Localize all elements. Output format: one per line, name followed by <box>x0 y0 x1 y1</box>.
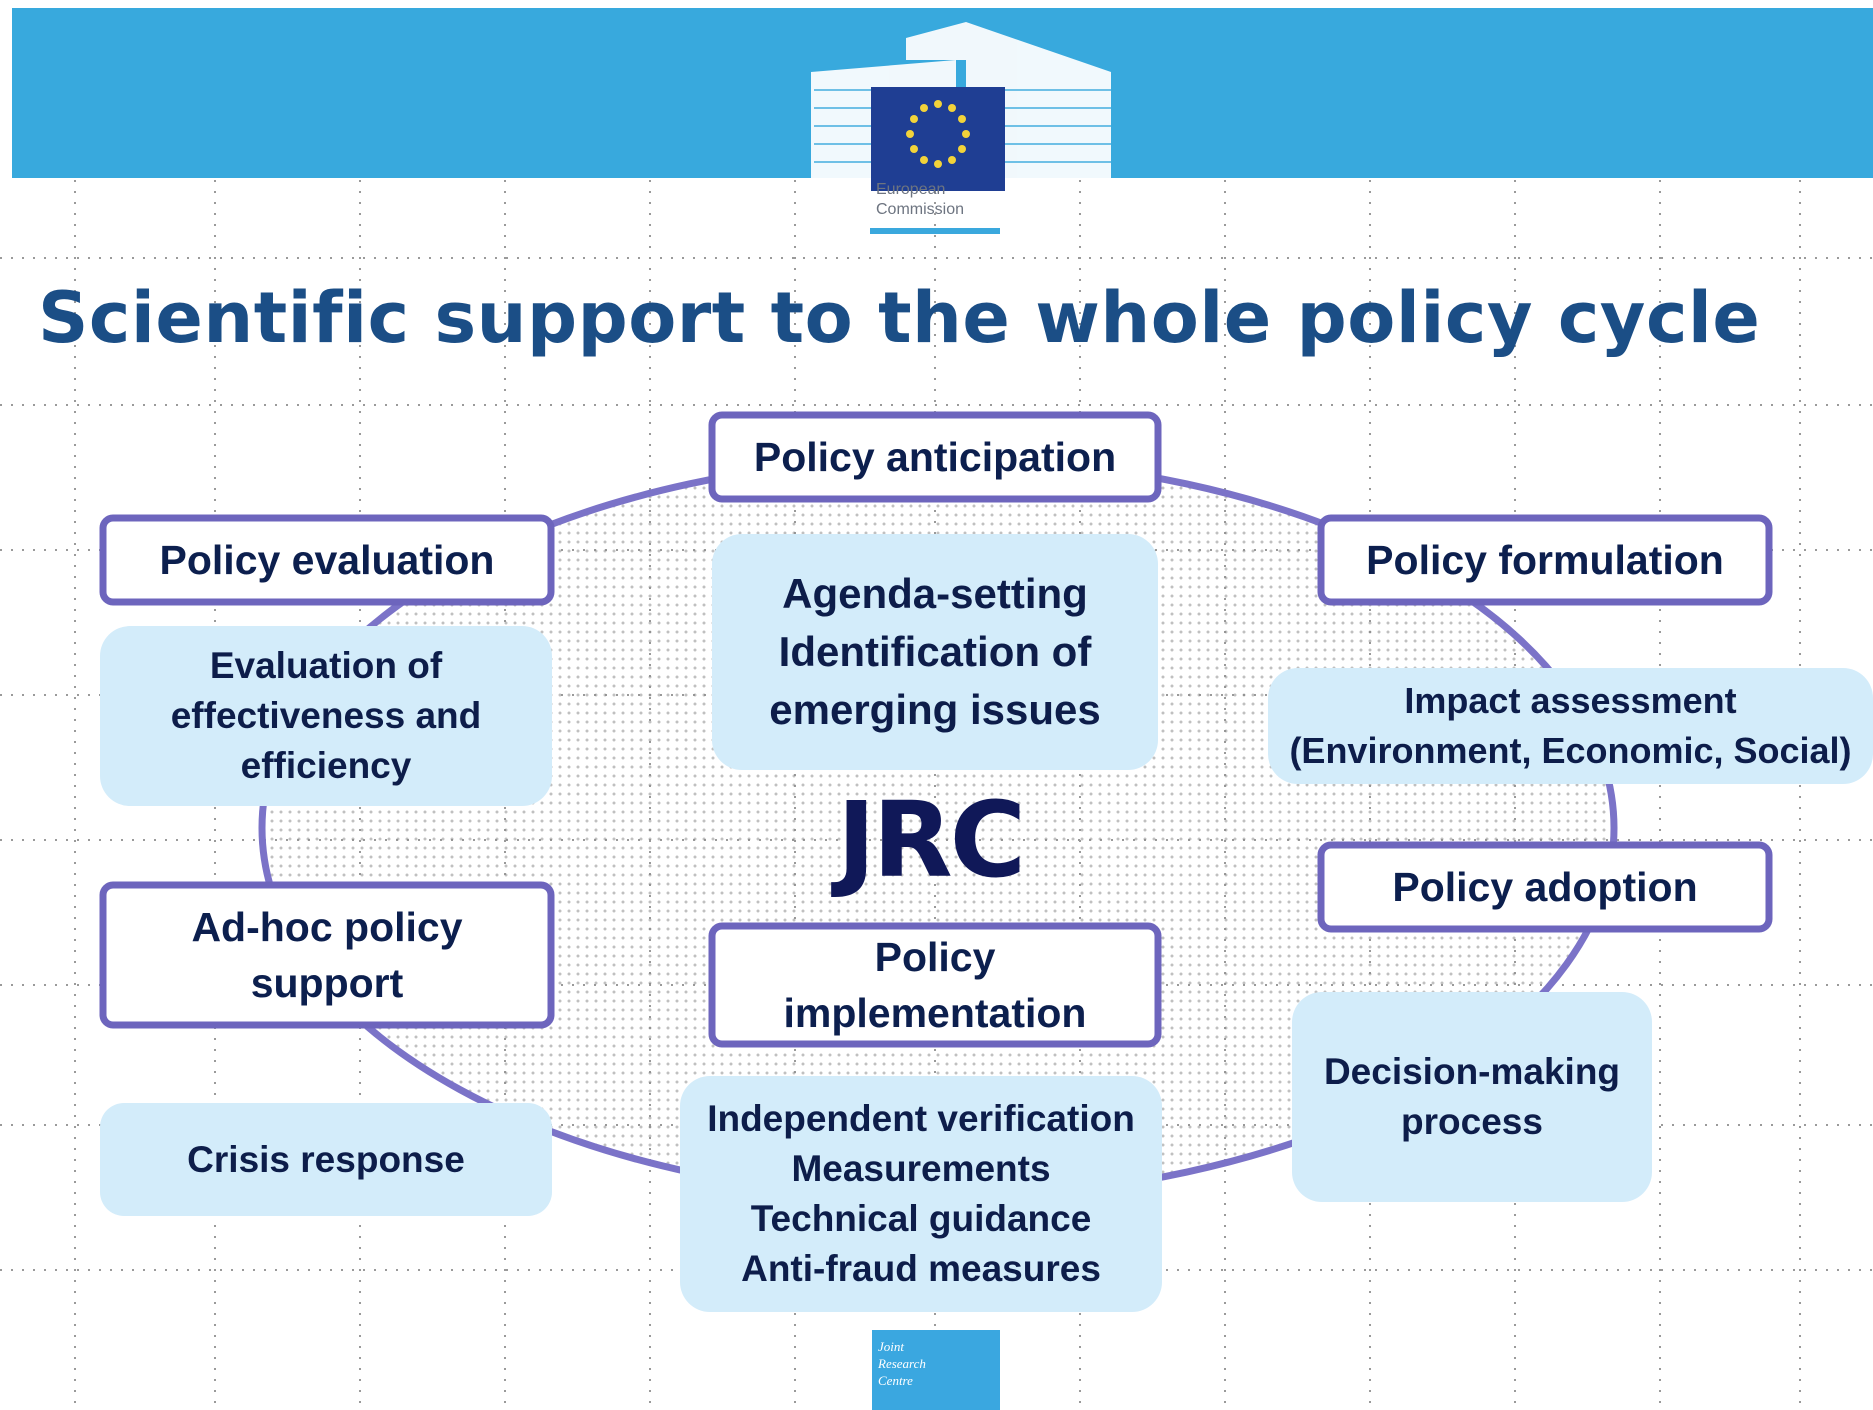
desc-formulation-line: (Environment, Economic, Social) <box>1289 730 1852 771</box>
desc-anticipation-line: Agenda-setting <box>782 570 1088 617</box>
desc-implementation-line: Measurements <box>791 1148 1051 1189</box>
stage-label-implementation: Policy implementation <box>712 926 1158 1044</box>
desc-anticipation: Agenda-setting Identification of emergin… <box>712 534 1158 770</box>
desc-bubble-implementation <box>680 1076 1162 1312</box>
stage-text-anticipation: Policy anticipation <box>753 434 1117 480</box>
stage-label-adoption: Policy adoption <box>1321 845 1769 929</box>
stage-text-implementation-1: Policy <box>874 934 996 980</box>
desc-adoption: Decision-making process <box>1292 992 1652 1202</box>
european-commission-logo <box>811 22 1111 191</box>
jrc-logo <box>872 1330 1000 1410</box>
desc-evaluation-line: effectiveness and <box>170 695 482 736</box>
slide-title: Scientific support to the whole policy c… <box>38 277 1761 359</box>
center-label-jrc: JRC <box>836 779 1026 901</box>
jrc-logo-wordmark: Joint Research Centre <box>878 1338 998 1389</box>
stage-text-formulation: Policy formulation <box>1366 537 1724 583</box>
desc-implementation-line: Anti-fraud measures <box>741 1248 1101 1289</box>
stage-box-evaluation <box>99 514 555 606</box>
stage-label-evaluation: Policy evaluation <box>103 518 551 602</box>
desc-anticipation-line: Identification of <box>778 628 1092 675</box>
desc-adoption-line: process <box>1401 1101 1543 1142</box>
stage-text-evaluation: Policy evaluation <box>159 537 495 583</box>
ec-logo-wordmark: European Commission <box>876 180 1016 220</box>
desc-evaluation-line: Evaluation of <box>209 645 443 686</box>
jrc-logo-line2: Research <box>878 1356 926 1371</box>
cycle-fill <box>262 458 1614 1198</box>
desc-bubble-adhoc <box>100 1103 552 1216</box>
stage-text-adhoc-2: support <box>250 960 404 1006</box>
stage-text-adoption: Policy adoption <box>1392 864 1698 910</box>
desc-bubble-adoption <box>1292 992 1652 1202</box>
desc-anticipation-line: emerging issues <box>769 686 1101 733</box>
desc-bubble-anticipation <box>712 534 1158 770</box>
stage-label-adhoc: Ad-hoc policy support <box>103 885 551 1025</box>
stage-box-adoption <box>1317 841 1773 933</box>
stage-text-adhoc-1: Ad-hoc policy <box>191 904 463 950</box>
desc-evaluation-line: efficiency <box>240 745 412 786</box>
desc-formulation-line: Impact assessment <box>1404 680 1737 721</box>
desc-implementation-line: Independent verification <box>707 1098 1135 1139</box>
desc-evaluation: Evaluation of effectiveness and efficien… <box>100 626 552 806</box>
desc-adoption-line: Decision-making <box>1323 1051 1621 1092</box>
desc-formulation: Impact assessment (Environment, Economic… <box>1268 668 1873 784</box>
stage-box-formulation <box>1317 514 1773 606</box>
desc-bubble-evaluation <box>100 626 552 806</box>
desc-adhoc-line: Crisis response <box>187 1138 465 1180</box>
jrc-logo-line1: Joint <box>878 1339 904 1354</box>
desc-implementation: Independent verification Measurements Te… <box>680 1076 1162 1312</box>
stage-box-adhoc <box>99 881 555 1029</box>
stage-box-implementation <box>708 922 1162 1048</box>
ec-logo-line1: European <box>876 181 946 198</box>
eu-stars-icon <box>906 100 970 168</box>
ec-logo-underline <box>870 228 1000 234</box>
desc-bubble-formulation <box>1268 668 1873 784</box>
stage-box-anticipation <box>708 411 1162 503</box>
stage-label-anticipation: Policy anticipation <box>712 415 1158 499</box>
desc-adhoc: Crisis response <box>100 1103 552 1216</box>
stage-label-formulation: Policy formulation <box>1321 518 1769 602</box>
stage-text-implementation-2: implementation <box>783 990 1087 1036</box>
ec-logo-line2: Commission <box>876 201 965 218</box>
jrc-logo-line3: Centre <box>878 1373 913 1388</box>
desc-implementation-line: Technical guidance <box>750 1198 1092 1239</box>
